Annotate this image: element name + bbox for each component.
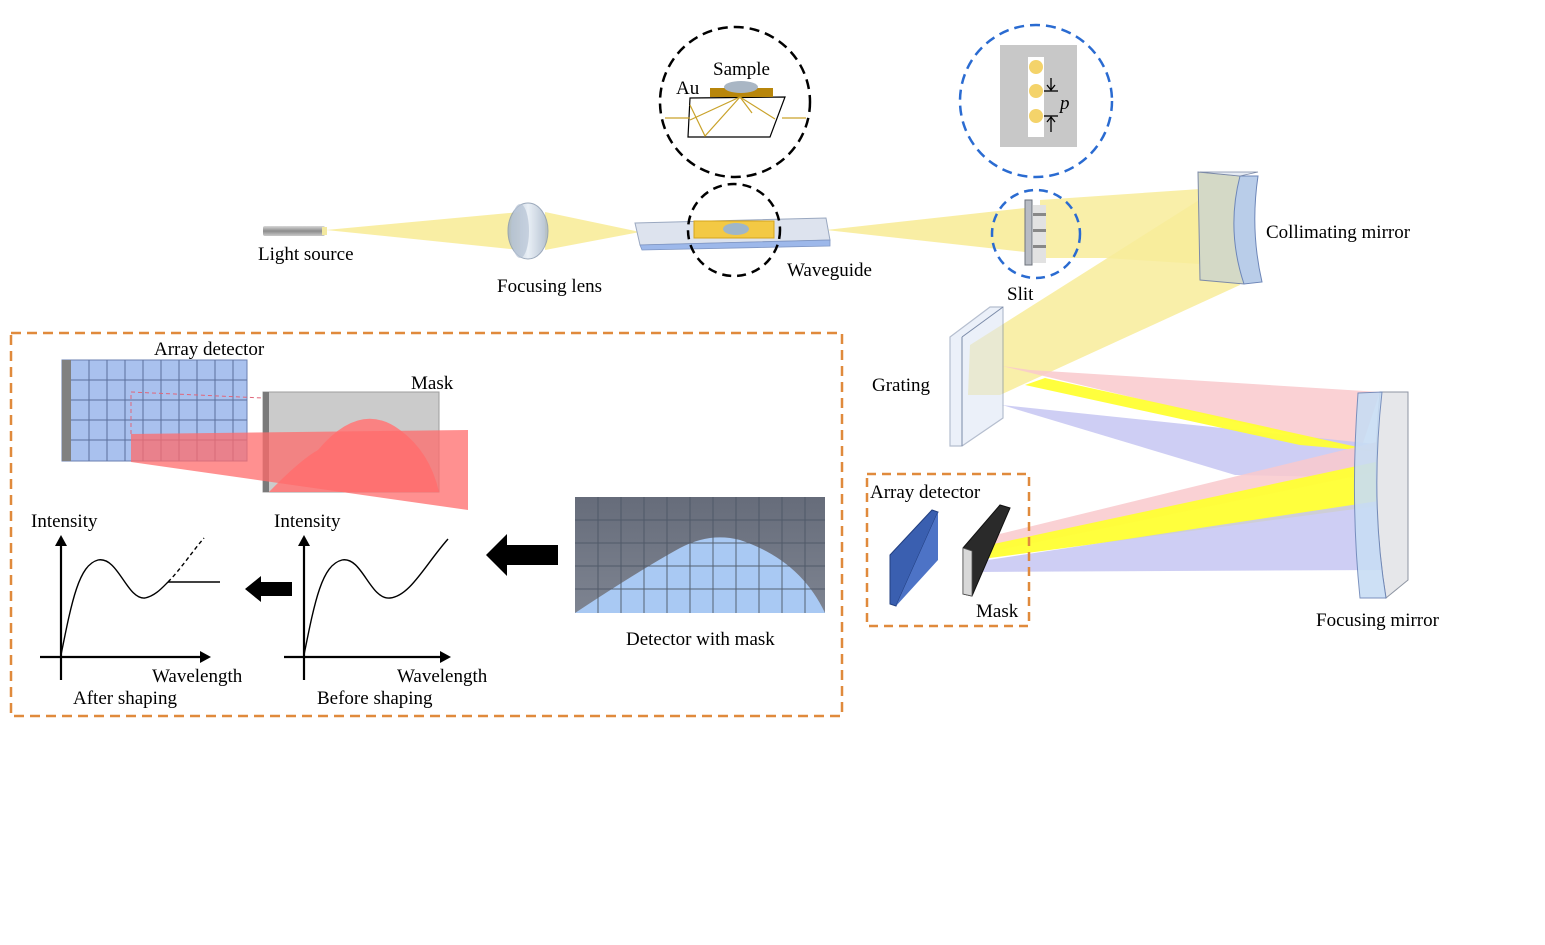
wavelength-after-label: Wavelength bbox=[152, 666, 243, 687]
waveguide-label: Waveguide bbox=[787, 260, 872, 281]
grating-label: Grating bbox=[872, 375, 931, 396]
detector-highlight-box bbox=[865, 472, 1031, 628]
mask-small-label: Mask bbox=[976, 601, 1019, 622]
array-detector-small bbox=[889, 509, 939, 607]
graph-before-shaping bbox=[284, 535, 451, 680]
sample-label: Sample bbox=[713, 59, 770, 80]
detector-with-mask-label: Detector with mask bbox=[626, 629, 775, 650]
graph-after-shaping bbox=[40, 535, 220, 680]
pitch-zoom-circle bbox=[958, 23, 1114, 179]
detector-with-mask bbox=[575, 497, 825, 613]
left-arrow-icon bbox=[486, 534, 558, 576]
slit bbox=[1024, 199, 1046, 266]
beam-waveguide-to-slit bbox=[826, 208, 1025, 252]
focusing-lens-label: Focusing lens bbox=[497, 276, 602, 297]
mask-inset-label: Mask bbox=[411, 373, 454, 394]
focusing-mirror bbox=[1353, 391, 1409, 599]
beam-collimating-mirror-to-grating bbox=[968, 190, 1240, 395]
waveguide-cross-section bbox=[665, 81, 806, 138]
waveguide-zoom-circle bbox=[686, 182, 782, 278]
sample-zoom-circle bbox=[658, 25, 812, 179]
slit-label: Slit bbox=[1007, 284, 1034, 305]
before-shaping-label: Before shaping bbox=[317, 688, 433, 709]
array-detector-inset-label: Array detector bbox=[154, 339, 265, 360]
light-source-label: Light source bbox=[258, 244, 354, 265]
focusing-mirror-label: Focusing mirror bbox=[1316, 610, 1440, 631]
intensity-after-label: Intensity bbox=[31, 511, 98, 532]
intensity-before-label: Intensity bbox=[274, 511, 341, 532]
light-source bbox=[263, 226, 327, 236]
focusing-lens bbox=[507, 202, 549, 260]
collimating-mirror-label: Collimating mirror bbox=[1266, 222, 1411, 243]
after-shaping-label: After shaping bbox=[73, 688, 177, 709]
left-arrow-icon bbox=[245, 576, 292, 602]
wavelength-before-label: Wavelength bbox=[397, 666, 488, 687]
beam-grating-to-focusing-mirror bbox=[1002, 366, 1385, 478]
mask-small bbox=[962, 504, 1011, 597]
slit-zoom-circle bbox=[990, 188, 1082, 280]
beam-light-source-to-lens bbox=[326, 212, 640, 250]
beam-focusing-mirror-to-detector bbox=[975, 440, 1385, 572]
array-detector-small-label: Array detector bbox=[870, 482, 981, 503]
pitch-label: p bbox=[1058, 93, 1070, 114]
red-projection-band bbox=[130, 391, 468, 510]
grating bbox=[949, 306, 1004, 447]
slit-pitch-detail bbox=[1000, 45, 1077, 147]
waveguide bbox=[634, 217, 831, 251]
au-label: Au bbox=[676, 78, 700, 99]
collimating-mirror bbox=[1197, 171, 1263, 285]
